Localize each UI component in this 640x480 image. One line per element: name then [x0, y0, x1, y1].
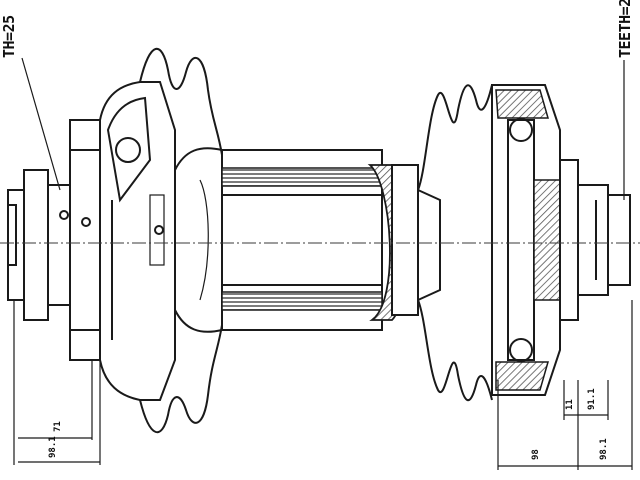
drive-shaft [221, 149, 419, 331]
left-thread [23, 169, 49, 321]
left-cv-bell [99, 81, 176, 401]
left-dimensions [13, 300, 101, 465]
left-spline-collar [47, 184, 71, 306]
left-label-leader [21, 57, 61, 191]
left-boot-lower [139, 324, 223, 434]
left-cv-joint [99, 81, 176, 401]
dim-right-outer: 98.1 [599, 438, 609, 460]
dim-left-inner: 71 [53, 421, 63, 432]
left-bearing-housing [69, 119, 101, 361]
left-boot-upper [139, 48, 223, 156]
tripod-spider [507, 119, 535, 361]
dim-right-small: 11 [565, 399, 575, 410]
right-boot-upper [417, 84, 493, 191]
right-dimensions [497, 300, 633, 470]
right-spline-label: TEETH=22 [616, 0, 634, 58]
right-inner-joint [491, 84, 631, 396]
dim-right-long: 98 [531, 449, 541, 460]
left-outer-joint [7, 119, 101, 361]
dim-left-outer: 98.1 [48, 436, 58, 458]
left-spline-label: TH=25 [0, 15, 18, 58]
dim-right-mid: 91.1 [587, 388, 597, 410]
right-boot-lower [417, 299, 493, 401]
right-stub-end [607, 194, 631, 286]
right-stub-shaft [577, 184, 609, 296]
right-boot [417, 84, 493, 401]
